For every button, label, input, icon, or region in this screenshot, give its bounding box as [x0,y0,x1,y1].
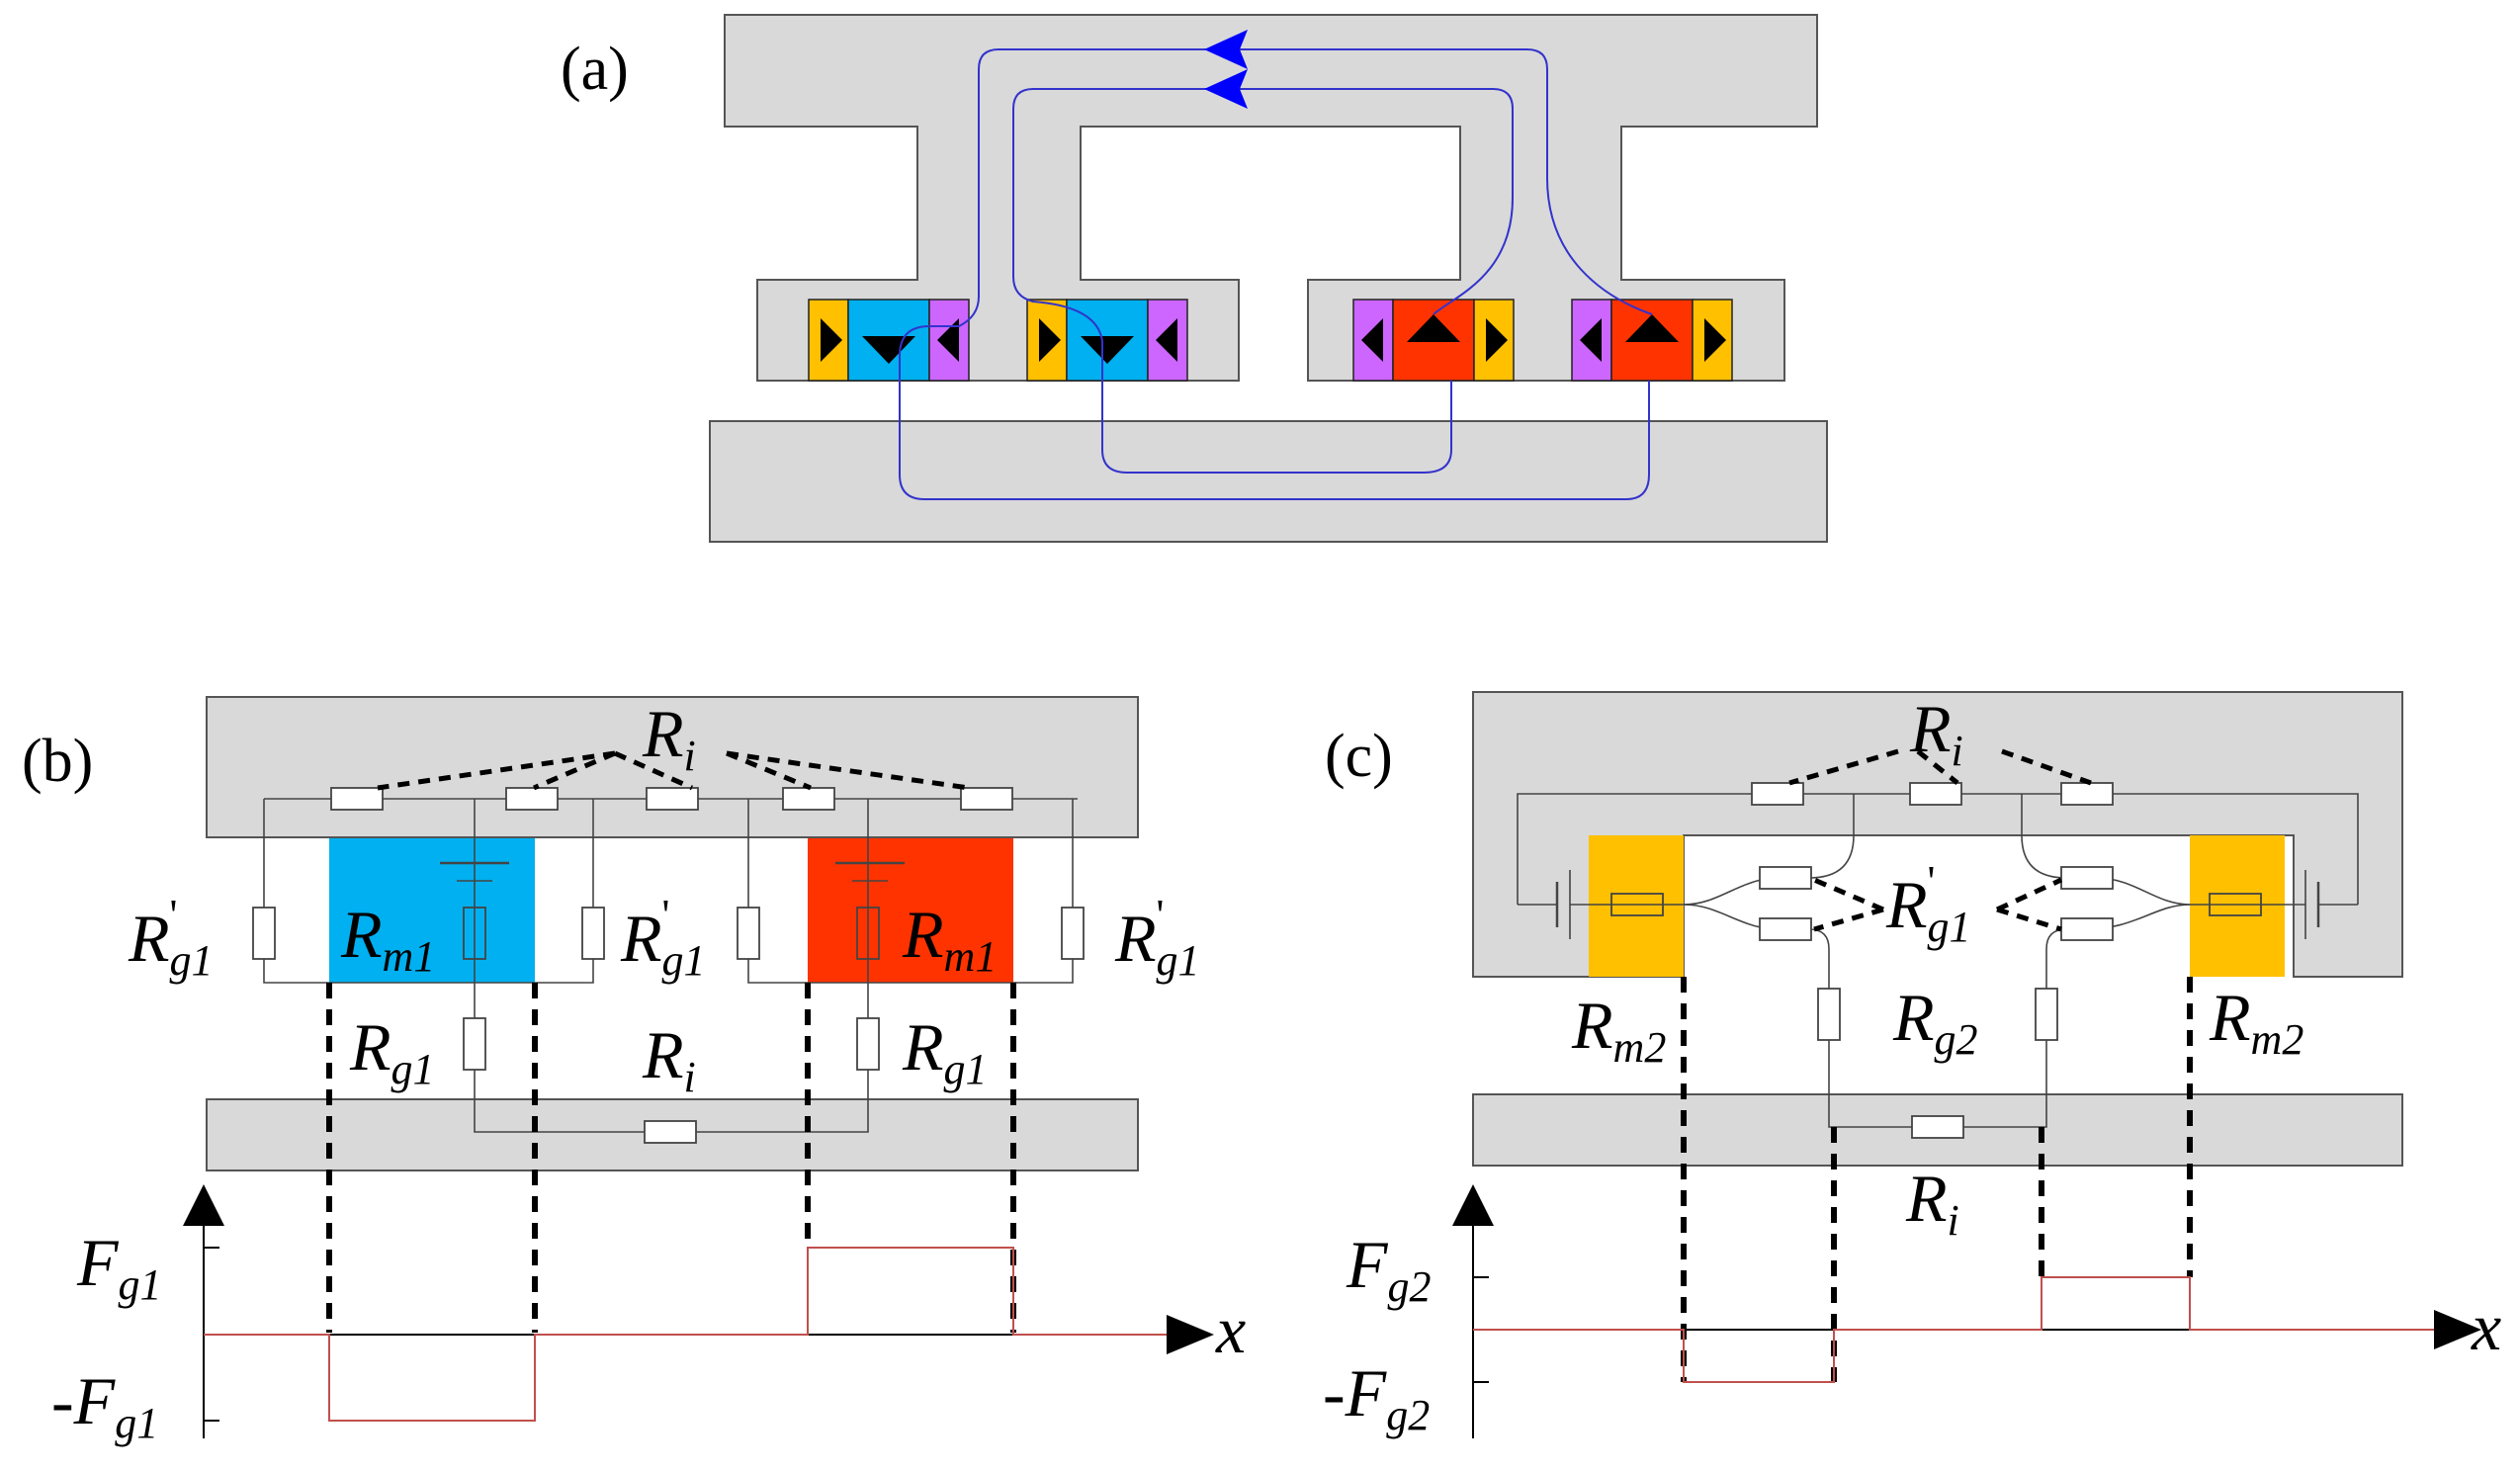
panel-c-label: (c) [1325,723,1393,790]
resistor-Ri-c1 [1751,782,1804,806]
label-Rm1-right: Rm1 [902,897,997,981]
force-waveform-c [1473,1276,2434,1383]
resistor-Rg2-right [2035,988,2058,1041]
resistor-Rg2-left [1817,988,1841,1041]
resistor-Rm2-left [1610,893,1664,916]
resistor-Rm2-right [2209,893,2262,916]
label-Fg2-neg: -Fg2 [1323,1355,1430,1439]
resistor-Rg1p-c2 [1759,917,1812,941]
resistor-Rg1p-4 [1061,907,1085,960]
leader-lines-b [377,750,970,791]
panel-a: (a) [561,14,1828,543]
label-Fg1-pos: Fg1 [76,1225,162,1309]
axis-arrow-right-icon [2434,1310,2481,1349]
label-Rg1p-right: R'g1 [1114,891,1199,985]
arrow-left-icon [1156,318,1177,362]
label-Ri-top-b: Ri [642,696,696,780]
label-Ri-bottom-b: Ri [642,1017,696,1101]
label-Rg1p-c: R'g1 [1885,857,1970,951]
resistor-Ri-4 [782,787,835,811]
label-Fg1-neg: -Fg1 [51,1363,158,1447]
resistor-Ri-c-bottom [1911,1115,1964,1139]
label-Rm2-right: Rm2 [2209,980,2303,1064]
resistor-Rg1p-1 [252,907,276,960]
panel-a-label: (a) [561,36,629,103]
magnet-group-3 [1352,299,1515,382]
label-Rg1-right: Rg1 [902,1009,988,1093]
label-Rg1p-mid: R'g1 [620,891,705,985]
resistor-Ri-bottom [644,1120,697,1144]
label-axis-x-c: x [2471,1289,2501,1364]
arrow-left-icon [1580,318,1602,362]
resistor-Rg1p-2 [581,907,605,960]
label-axis-x-b: x [1215,1292,1246,1367]
resistor-Rg1-right [856,1017,880,1071]
resistor-Ri-c3 [2060,782,2114,806]
resistor-Rg1-left [463,1017,486,1071]
magnet-group-4 [1571,299,1733,382]
label-Fg2-pos: Fg2 [1346,1227,1432,1311]
leader-lines-c [1788,748,2092,932]
flux-path-inner [1012,88,1514,474]
label-Rm2-left: Rm2 [1571,988,1666,1072]
resistor-Rg1p-c4 [2060,917,2114,941]
panel-b: (b) [22,696,1246,1447]
panel-b-label: (b) [22,728,93,795]
force-waveform-b [204,1247,1167,1422]
label-Rg1-left: Rg1 [349,1009,435,1093]
arrow-left-icon [937,318,959,362]
upper-core [724,14,1818,382]
arrow-right-icon [1704,318,1726,362]
label-Rm1-left: Rm1 [340,897,435,981]
upper-core-c [1472,691,2403,978]
axis-arrow-right-icon [1167,1315,1214,1354]
flux-arrow-icon [1204,69,1248,109]
resistor-Rm1-right [856,907,880,960]
arrow-right-icon [1039,318,1061,362]
arrow-up-icon [1625,314,1679,342]
resistor-Ri-5 [960,787,1013,811]
axis-arrow-up-icon [1452,1184,1494,1226]
resistor-Rg1p-c3 [2060,866,2114,890]
resistor-Ri-2 [505,787,559,811]
label-Ri-bottom-c: Ri [1905,1161,1959,1245]
resistor-Ri-1 [330,787,384,811]
resistor-Ri-c2 [1909,782,1962,806]
magnet-group-1 [808,299,970,382]
magnet-yellow-right [2190,835,2285,977]
label-Rg1p-left: R'g1 [128,891,213,985]
magnet-group-2 [1026,299,1188,382]
resistor-Rg1p-c1 [1759,866,1812,890]
magnet-yellow-left [1589,835,1684,977]
arrow-up-icon [1407,314,1460,342]
axis-arrow-up-icon [183,1184,224,1226]
arrow-right-icon [821,318,842,362]
upper-core-b [206,696,1139,838]
arrow-down-icon [1081,336,1134,364]
arrow-right-icon [1486,318,1508,362]
label-Ri-top-c: Ri [1909,691,1963,775]
arrow-left-icon [1361,318,1383,362]
panel-c: (c) [1323,691,2501,1439]
lower-core [709,420,1828,543]
flux-arrow-icon [1204,30,1248,69]
resistor-Ri-3 [646,787,699,811]
resistor-Rm1-left [463,907,486,960]
resistor-Rg1p-3 [737,907,760,960]
flux-path-outer [899,48,1653,500]
label-Rg2: Rg2 [1892,980,1978,1064]
